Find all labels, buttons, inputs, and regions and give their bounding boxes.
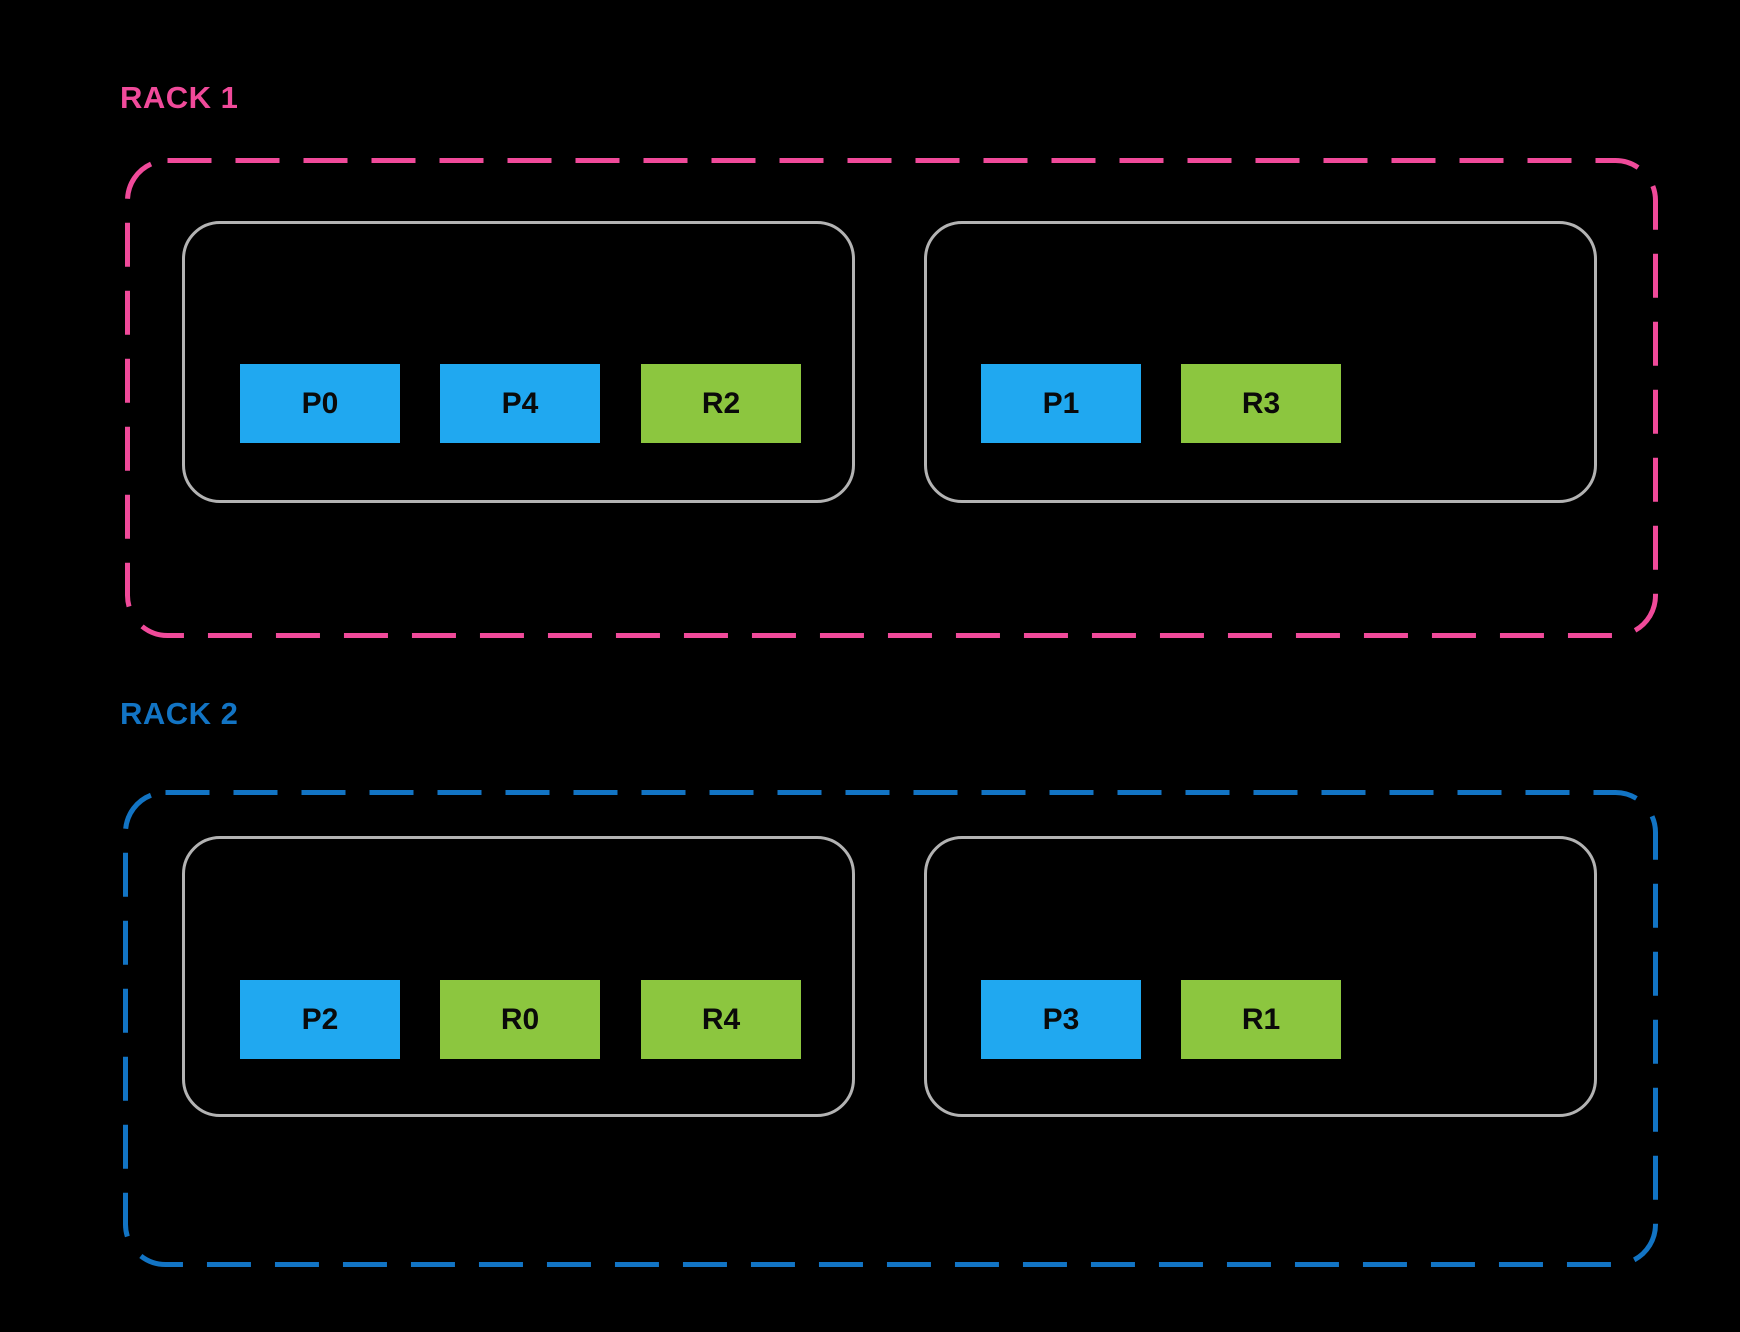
replica-block-r3: R3 [1181, 364, 1341, 443]
rack2-dashed-rect [123, 790, 1658, 1267]
replica-block-r4: R4 [641, 980, 801, 1059]
partition-block-p3: P3 [981, 980, 1141, 1059]
rack1-node2 [924, 221, 1597, 503]
rack1-dashed-border-icon [125, 158, 1658, 638]
rack1-dashed-rect [125, 158, 1658, 638]
replica-block-r1: R1 [1181, 980, 1341, 1059]
rack2-node1 [182, 836, 855, 1117]
partition-block-p2: P2 [240, 980, 400, 1059]
rack1-title: RACK 1 [120, 80, 239, 115]
replica-block-r0: R0 [440, 980, 600, 1059]
rack2-dashed-border-icon [123, 790, 1658, 1267]
partition-block-p4: P4 [440, 364, 600, 443]
replica-block-r2: R2 [641, 364, 801, 443]
partition-block-p1: P1 [981, 364, 1141, 443]
partition-block-p0: P0 [240, 364, 400, 443]
rack2-node2 [924, 836, 1597, 1117]
rack2-title: RACK 2 [120, 696, 239, 731]
rack1-node1 [182, 221, 855, 503]
